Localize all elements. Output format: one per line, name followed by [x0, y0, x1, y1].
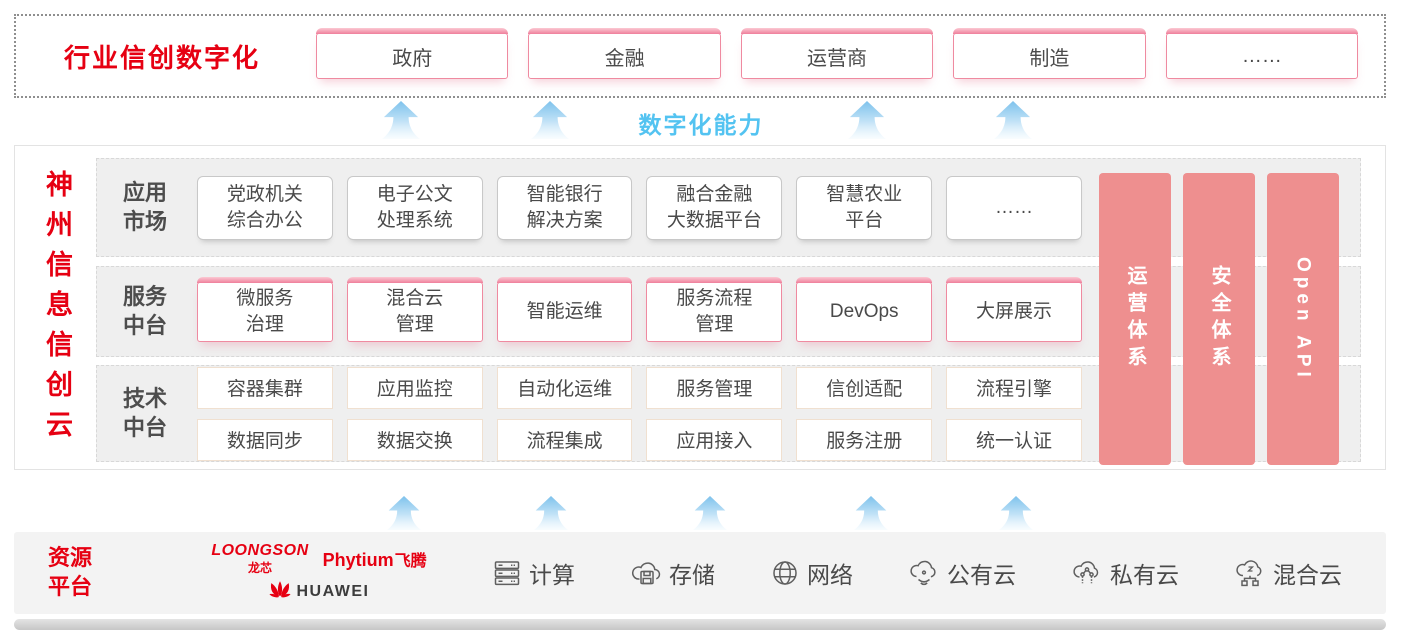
- resource-item-label: 计算: [529, 562, 575, 588]
- tech-box-data-sync: 数据同步: [197, 418, 333, 461]
- app-market-label: 应用 市场: [123, 179, 168, 234]
- phytium-logo: Phytium 飞腾: [323, 547, 427, 571]
- app-box-smart-bank: 智能银行 解决方案: [496, 175, 633, 240]
- vendor-logos: LOONGSON 龙芯 Phytium 飞腾: [204, 542, 434, 604]
- tech-box-automated-ops: 自动化运维: [496, 366, 633, 409]
- huawei-logo: HUAWEI: [268, 580, 370, 604]
- resource-item-compute: 计算: [492, 556, 575, 590]
- up-arrow-icon: [846, 101, 888, 139]
- loongson-chinese: 龙芯: [247, 561, 272, 575]
- private-cloud-icon: [1071, 558, 1103, 588]
- hybrid-cloud-icon: [1234, 558, 1266, 588]
- resource-item-label: 存储: [669, 562, 715, 588]
- loongson-wordmark: LOONGSON: [211, 542, 309, 559]
- resource-item-network: 网络: [770, 556, 853, 590]
- app-box-edoc-system: 电子公文 处理系统: [346, 175, 483, 240]
- huawei-flower-icon: [268, 580, 291, 604]
- cloud-platform-section: 神州信息信创云 应用 市场 党政机关 综合办公 电子公文 处理系统 智能银行 解…: [14, 145, 1386, 470]
- svc-box-devops: DevOps: [796, 276, 933, 342]
- resource-item-public-cloud: 公有云: [908, 556, 1016, 590]
- resource-item-label: 公有云: [947, 562, 1016, 588]
- tech-box-service-registry: 服务注册: [796, 418, 933, 461]
- capability-label: 数字化能力: [638, 112, 764, 138]
- resource-item-storage: 存储: [630, 556, 715, 590]
- tech-row-bottom: 数据同步 数据交换 流程集成 应用接入 服务注册 统一认证: [197, 418, 1082, 461]
- service-platform-row: 服务 中台 微服务 治理 混合云 管理 智能运维 服务流程 管理 DevOps …: [96, 266, 1361, 357]
- tech-platform-row: 技术 中台 容器集群 应用监控 自动化运维 服务管理 信创适配 流程引擎 数据同…: [96, 365, 1361, 462]
- app-market-row: 应用 市场 党政机关 综合办公 电子公文 处理系统 智能银行 解决方案 融合金融…: [96, 158, 1361, 257]
- globe-icon: [770, 558, 800, 588]
- resource-item-label: 网络: [807, 562, 853, 588]
- tech-box-process-engine: 流程引擎: [946, 366, 1082, 409]
- tech-box-xinchuang-adapt: 信创适配: [796, 366, 933, 409]
- up-arrow-icon: [992, 101, 1034, 139]
- app-box-more: ……: [946, 175, 1082, 240]
- resource-item-label: 私有云: [1110, 562, 1179, 588]
- pillar-operations-system: 运营体系: [1099, 173, 1171, 465]
- tech-row-top: 容器集群 应用监控 自动化运维 服务管理 信创适配 流程引擎: [197, 366, 1082, 409]
- tech-platform-boxes: 容器集群 应用监控 自动化运维 服务管理 信创适配 流程引擎 数据同步 数据交换…: [197, 366, 1082, 461]
- loongson-logo: LOONGSON 龙芯: [211, 542, 308, 576]
- tech-box-process-integration: 流程集成: [496, 418, 633, 461]
- tech-box-container-cluster: 容器集群: [197, 366, 333, 409]
- svc-box-big-screen: 大屏展示: [946, 276, 1082, 342]
- up-arrow-icon: [850, 496, 892, 530]
- tech-box-unified-auth: 统一认证: [946, 418, 1082, 461]
- pillar-security-system: 安全体系: [1183, 173, 1255, 465]
- app-box-gov-office: 党政机关 综合办公: [197, 175, 333, 240]
- up-arrow-icon: [530, 496, 572, 530]
- svc-box-intelligent-ops: 智能运维: [496, 276, 633, 342]
- svc-box-hybrid-cloud-mgmt: 混合云 管理: [346, 276, 483, 342]
- tech-box-service-mgmt: 服务管理: [646, 366, 783, 409]
- resource-item-hybrid-cloud: 混合云: [1234, 556, 1342, 590]
- up-arrow-icon: [529, 101, 571, 139]
- up-arrow-icon: [380, 101, 422, 139]
- app-box-finance-bigdata: 融合金融 大数据平台: [646, 175, 783, 240]
- pillar-open-api: Open API: [1267, 173, 1339, 465]
- industry-box-more: ……: [1165, 28, 1359, 79]
- industry-boxes: 政府 金融 运营商 制造 ……: [316, 28, 1359, 79]
- resource-item-private-cloud: 私有云: [1071, 556, 1179, 590]
- svc-box-service-process: 服务流程 管理: [646, 276, 783, 342]
- svc-box-microservice: 微服务 治理: [197, 276, 333, 342]
- up-arrow-icon: [383, 496, 425, 530]
- industry-band-title: 行业信创数字化: [64, 42, 261, 73]
- up-arrow-icon: [995, 496, 1037, 530]
- platform-side-title: 神州信息信创云: [42, 170, 72, 450]
- service-platform-boxes: 微服务 治理 混合云 管理 智能运维 服务流程 管理 DevOps 大屏展示: [197, 276, 1082, 342]
- huawei-wordmark: HUAWEI: [296, 583, 370, 600]
- resource-platform-section: 资源 平台 LOONGSON 龙芯 Phytium 飞腾: [14, 532, 1386, 614]
- resource-item-label: 混合云: [1273, 562, 1342, 588]
- app-box-smart-agriculture: 智慧农业 平台: [796, 175, 933, 240]
- public-cloud-icon: [908, 558, 940, 588]
- tech-box-app-access: 应用接入: [646, 418, 783, 461]
- tech-box-data-exchange: 数据交换: [346, 418, 483, 461]
- service-platform-label: 服务 中台: [123, 283, 168, 338]
- tech-box-app-monitoring: 应用监控: [346, 366, 483, 409]
- resource-platform-label: 资源 平台: [48, 545, 93, 599]
- tech-platform-label: 技术 中台: [123, 385, 168, 440]
- industry-box-manufacturing: 制造: [953, 28, 1147, 79]
- industry-box-finance: 金融: [528, 28, 722, 79]
- server-icon: [492, 558, 522, 588]
- up-arrow-icon: [689, 496, 731, 530]
- app-market-boxes: 党政机关 综合办公 电子公文 处理系统 智能银行 解决方案 融合金融 大数据平台…: [197, 175, 1082, 240]
- base-bar: [14, 619, 1386, 630]
- resource-items: 计算 存储: [492, 556, 1342, 590]
- industry-band: 行业信创数字化 政府 金融 运营商 制造 ……: [14, 14, 1386, 98]
- phytium-chinese: 飞腾: [394, 553, 427, 570]
- industry-box-operator: 运营商: [740, 28, 934, 79]
- phytium-wordmark: Phytium: [322, 550, 394, 570]
- industry-box-government: 政府: [316, 28, 509, 79]
- storage-cloud-icon: [630, 558, 662, 588]
